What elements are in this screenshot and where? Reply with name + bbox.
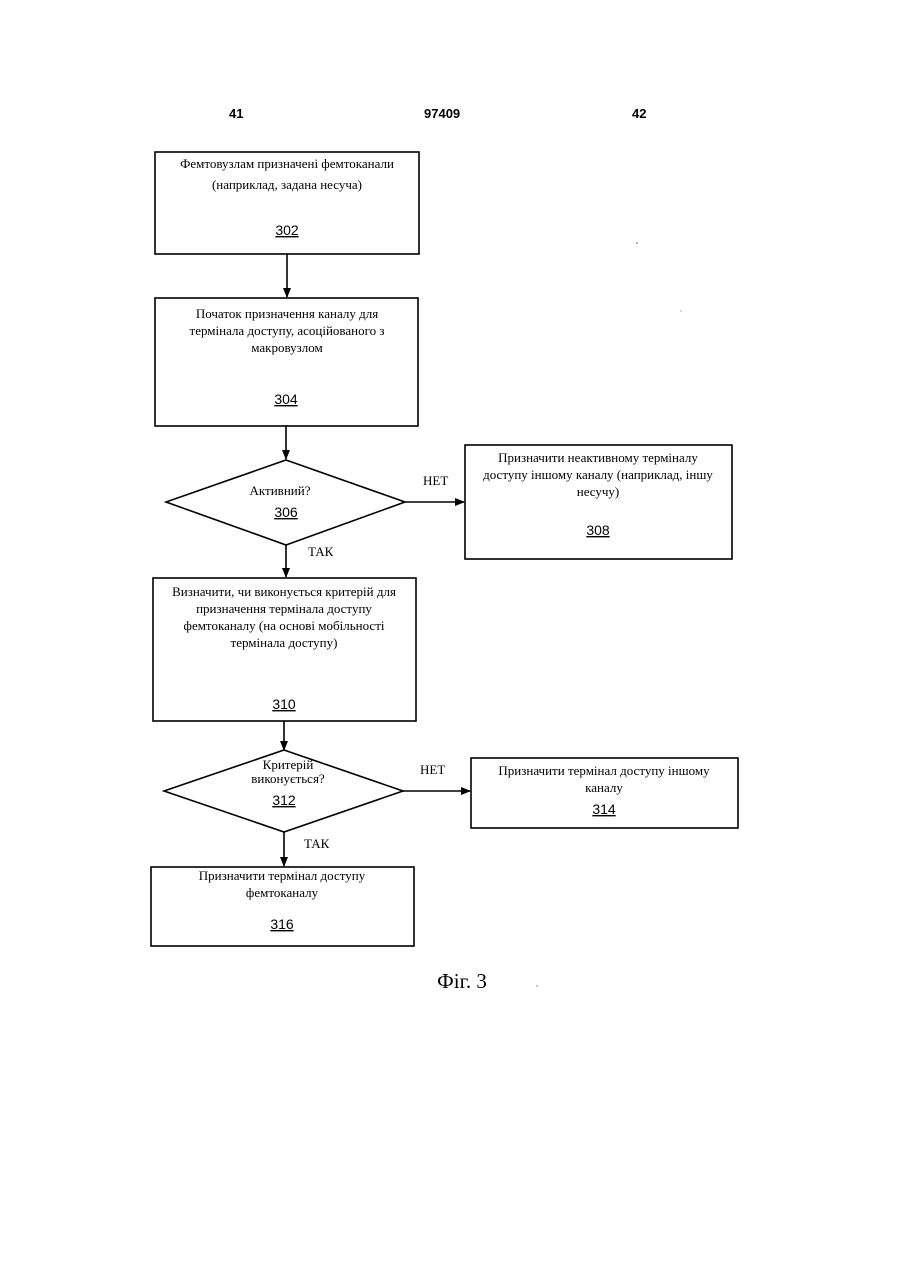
edge-label-306-yes: ТАК <box>308 544 334 559</box>
node-308-line-3: несучу) <box>577 484 620 499</box>
node-308-line-2: доступу іншому каналу (наприклад, іншу <box>483 467 713 482</box>
node-304-line-1: Початок призначення каналу для <box>196 306 378 321</box>
node-312-ref: 312 <box>272 792 296 808</box>
node-306-ref: 306 <box>274 504 298 520</box>
decision-diamond-306 <box>166 460 405 545</box>
edge-label-306-no: НЕТ <box>423 473 448 488</box>
node-312-line-2: виконується? <box>251 771 325 786</box>
node-310-ref: 310 <box>272 696 296 712</box>
node-316-line-1: Призначити термінал доступу <box>199 868 366 883</box>
figure-caption: Фіг. 3 <box>437 969 487 993</box>
scan-speck <box>536 985 537 986</box>
node-308-ref: 308 <box>586 522 610 538</box>
node-310-line-2: призначення термінала доступу <box>196 601 372 616</box>
node-302-line-1: Фемтовузлам призначені фемтоканали <box>180 156 394 171</box>
node-302-ref: 302 <box>275 222 299 238</box>
node-316-ref: 316 <box>270 916 294 932</box>
scan-speck <box>680 310 681 311</box>
node-310-line-1: Визначити, чи виконується критерій для <box>172 584 396 599</box>
node-310-line-3: фемтоканалу (на основі мобільності <box>184 618 385 633</box>
scan-speck <box>636 242 638 244</box>
node-304-line-2: термінала доступу, асоційованого з <box>190 323 385 338</box>
node-314-line-2: каналу <box>585 780 623 795</box>
node-316-line-2: фемтоканалу <box>246 885 319 900</box>
node-304-line-3: макровузлом <box>251 340 323 355</box>
node-314-line-1: Призначити термінал доступу іншому <box>498 763 710 778</box>
node-312-line-1: Критерій <box>263 757 314 772</box>
node-306-label: Активний? <box>250 483 311 498</box>
edge-label-312-no: НЕТ <box>420 762 445 777</box>
node-308-line-1: Призначити неактивному терміналу <box>498 450 698 465</box>
node-314-ref: 314 <box>592 801 616 817</box>
node-310-line-4: термінала доступу) <box>231 635 338 650</box>
edge-label-312-yes: ТАК <box>304 836 330 851</box>
node-302-line-2: (наприклад, задана несуча) <box>212 177 362 192</box>
node-304-ref: 304 <box>274 391 298 407</box>
